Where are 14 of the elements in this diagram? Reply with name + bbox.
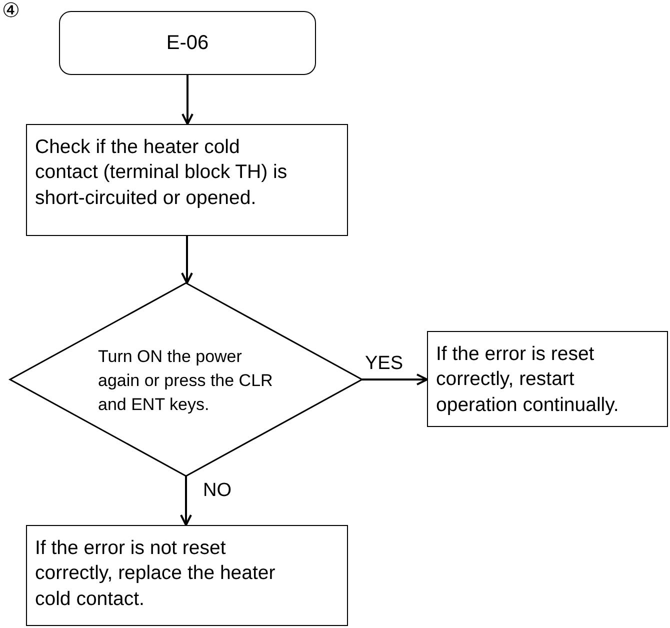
step-text: If the error is not reset correctly, replace the heater cold contact. — [35, 536, 276, 612]
process-box — [26, 525, 348, 626]
step-text: Turn ON the power again or press the CLR and ENT keys. — [98, 346, 274, 416]
arrow — [362, 374, 428, 386]
step-text: If the error is reset correctly, restart operation continually. — [436, 342, 620, 418]
process-box — [427, 331, 668, 427]
step-text: Check if the heater cold contact (terminal block TH) is short-circuited or opened. — [35, 135, 288, 211]
process-box — [26, 124, 348, 236]
step-text: E-06 — [166, 31, 209, 55]
step-number: ④ — [2, 0, 20, 20]
arrow — [181, 236, 193, 284]
arrow — [180, 476, 192, 526]
arrow — [182, 75, 194, 125]
terminal-box — [59, 11, 316, 75]
